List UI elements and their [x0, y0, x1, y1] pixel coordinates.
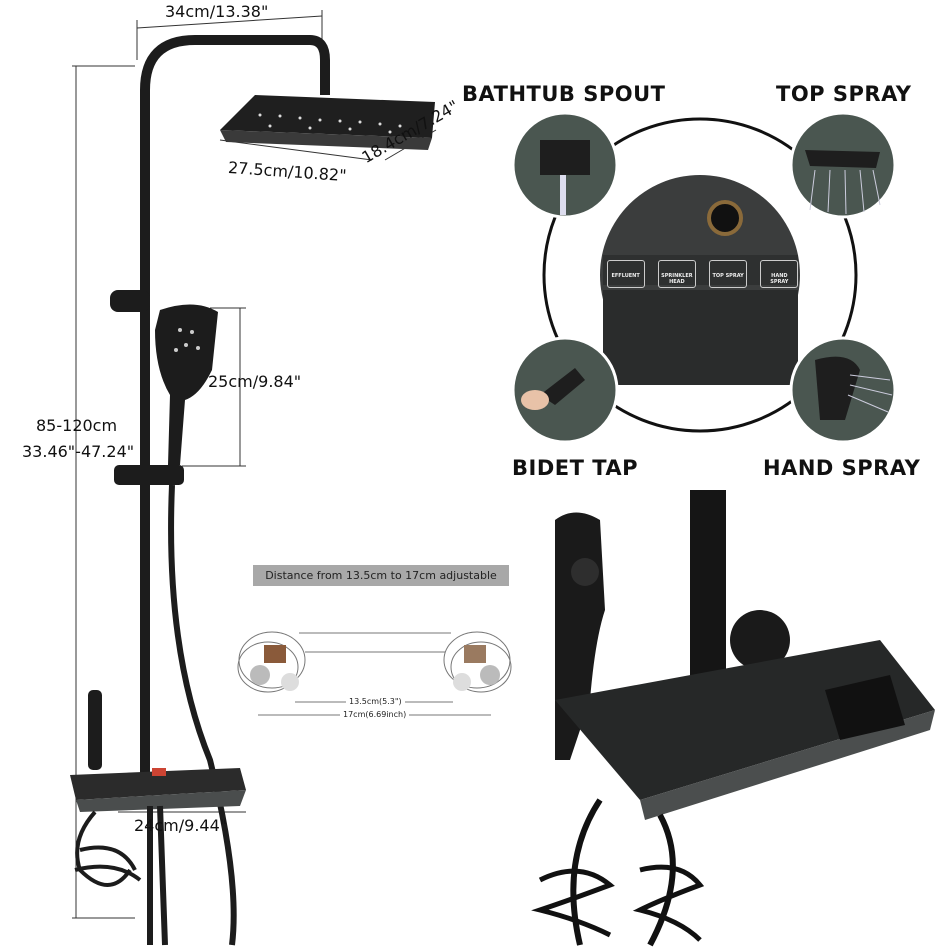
panel-button-sprinkler-head: SPRINKLER HEAD — [657, 260, 696, 288]
min-distance-label: 13.5cm(5.3") — [346, 697, 405, 706]
panel-button-top-spray: TOP SPRAY — [709, 260, 748, 288]
handheld-length-dimension: 25cm/9.84" — [208, 372, 302, 391]
max-distance-label: 17cm(6.69inch) — [340, 710, 410, 719]
height-range-in: 33.46"-47.24" — [22, 442, 135, 461]
shelf-width-dimension: 24cm/9.44" — [134, 816, 228, 835]
height-range-cm: 85-120cm — [36, 416, 118, 435]
panel-buttons: EFFLUENT SPRINKLER HEAD TOP SPRAY HAND S… — [600, 260, 805, 288]
arm-length-dimension: 34cm/13.38" — [165, 2, 269, 21]
label-bathtub-spout: BATHTUB SPOUT — [462, 82, 666, 106]
panel-button-hand-spray: HAND SPRAY — [760, 260, 799, 288]
label-top-spray: TOP SPRAY — [776, 82, 912, 106]
label-hand-spray: HAND SPRAY — [763, 456, 921, 480]
adjustable-distance-banner: Distance from 13.5cm to 17cm adjustable — [253, 565, 509, 586]
label-bidet-tap: BIDET TAP — [512, 456, 639, 480]
panel-button-effluent: EFFLUENT — [606, 260, 645, 288]
